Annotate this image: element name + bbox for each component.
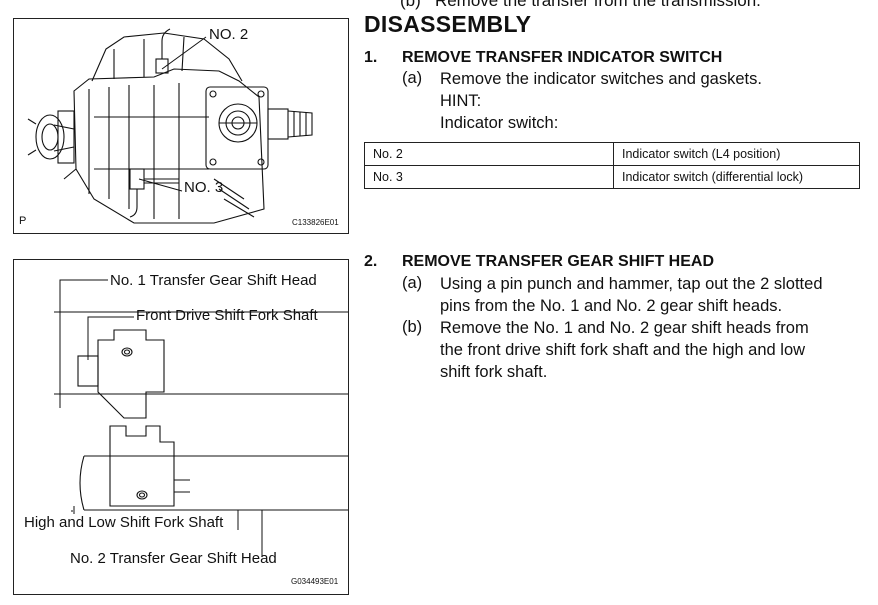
step1-title: REMOVE TRANSFER INDICATOR SWITCH [402, 49, 723, 66]
figure-code: G034493E01 [291, 577, 339, 586]
figure-shift-heads: No. 1 Transfer Gear Shift Head Front Dri… [13, 259, 349, 595]
table-row: No. 3 Indicator switch (differential loc… [364, 165, 860, 189]
step2-b-label: (b) [402, 318, 423, 336]
previous-step-text: Remove the transfer from the transmissio… [434, 0, 761, 10]
step2-title: REMOVE TRANSFER GEAR SHIFT HEAD [402, 253, 715, 270]
previous-step-label: (b) [400, 0, 421, 10]
step2-a-line1: Using a pin punch and hammer, tap out th… [440, 275, 823, 293]
step1-a-label: (a) [402, 69, 423, 87]
section-title: DISASSEMBLY [364, 11, 532, 37]
callout-no2: NO. 2 [209, 26, 249, 43]
table-cell-desc: Indicator switch (differential lock) [613, 165, 860, 189]
figure-corner-label: P [19, 215, 27, 227]
indicator-switch-table: No. 2 Indicator switch (L4 position) No.… [364, 142, 860, 189]
step2-b-line1: Remove the No. 1 and No. 2 gear shift he… [440, 319, 809, 337]
table-cell-desc: Indicator switch (L4 position) [613, 142, 860, 166]
step1-a-text: Remove the indicator switches and gasket… [440, 70, 762, 88]
step2-b-line2: the front drive shift fork shaft and the… [440, 341, 806, 359]
figure-code: C133826E01 [292, 218, 339, 227]
table-cell-part: No. 2 [364, 142, 614, 166]
shift-heads-drawing [54, 279, 348, 556]
figure-transfer-assembly: NO. 2 NO. 3 P C133826E01 [13, 18, 349, 234]
step2-a-label: (a) [402, 274, 423, 292]
previous-step-line: (b) Remove the transfer from the transmi… [400, 0, 761, 11]
label-no1-shift-head: No. 1 Transfer Gear Shift Head [110, 272, 317, 289]
label-high-low-fork-shaft: High and Low Shift Fork Shaft [24, 514, 224, 531]
step1-hint-text: Indicator switch: [440, 114, 559, 132]
table-cell-part: No. 3 [364, 165, 614, 189]
label-no2-shift-head: No. 2 Transfer Gear Shift Head [70, 550, 277, 567]
step2-b-line3: shift fork shaft. [440, 363, 548, 381]
step2-a-line2: pins from the No. 1 and No. 2 gear shift… [440, 297, 783, 315]
label-front-drive-fork-shaft: Front Drive Shift Fork Shaft [136, 307, 318, 324]
table-row: No. 2 Indicator switch (L4 position) [364, 142, 860, 166]
transfer-assembly-drawing [27, 28, 313, 224]
step1-number: 1. [364, 49, 378, 66]
callout-no3: NO. 3 [184, 179, 224, 196]
step2-number: 2. [364, 253, 378, 270]
step1-hint: HINT: [440, 92, 482, 110]
